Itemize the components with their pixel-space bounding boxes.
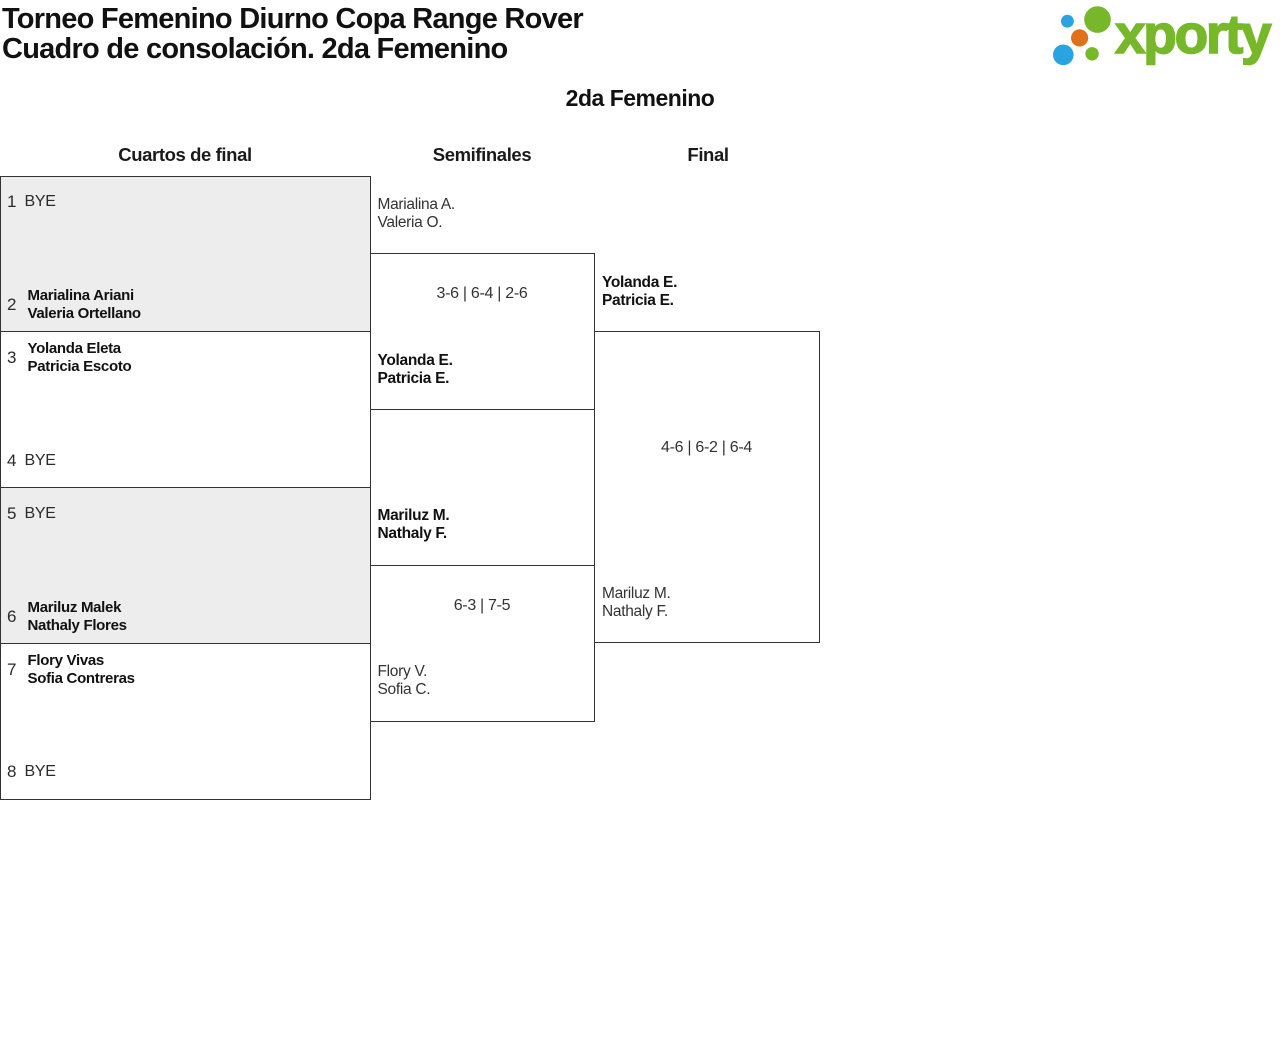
svg-text:xporty: xporty — [1115, 3, 1272, 65]
